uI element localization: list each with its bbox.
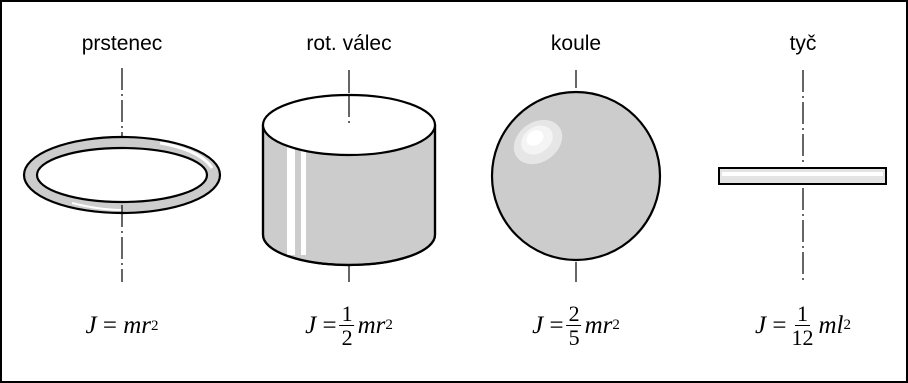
rod-shape [718,70,887,282]
sphere-shape [490,70,662,282]
ring-shape [22,68,222,282]
label-rod: tyč [789,32,817,55]
label-sphere: koule [550,32,602,55]
label-ring: prstenec [81,32,163,55]
label-cylinder: rot. válec [306,32,392,55]
cylinder-shape [261,70,437,282]
